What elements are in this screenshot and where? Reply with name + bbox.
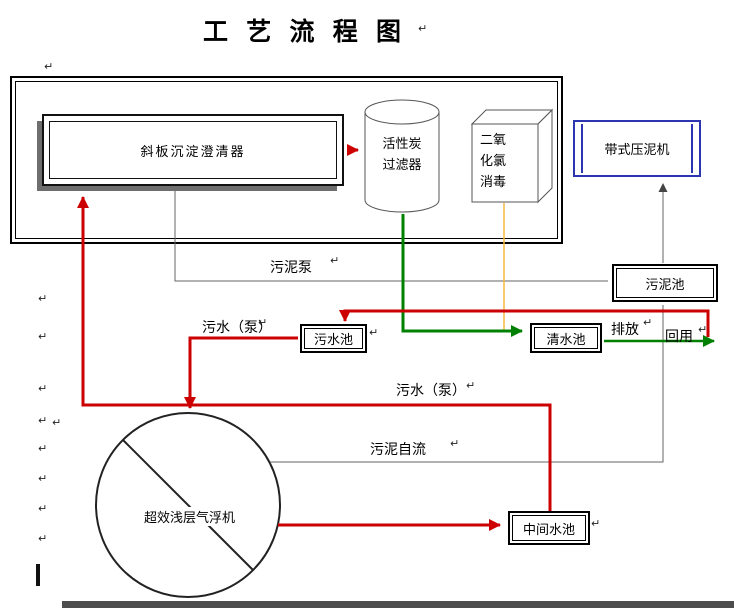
clarifier-inner-border (49, 121, 337, 179)
paragraph-mark: ↵ (369, 327, 379, 339)
sewage-tank-label: 污水池 (313, 332, 353, 347)
belt-press-label: 带式压泥机 (604, 142, 670, 157)
paragraph-mark: ↵ (418, 23, 428, 35)
paragraph-mark: ↵ (38, 331, 48, 343)
disinfection-label: 二氧 化氯 消毒 (480, 132, 507, 189)
reuse-return-line (339, 309, 710, 337)
flow-label-reuse: 回用 (665, 330, 693, 345)
paragraph-mark: ↵ (38, 443, 48, 455)
paragraph-mark: ↵ (643, 317, 653, 329)
flow-label-sludge-pump: 污泥泵 (270, 261, 312, 276)
sewage-tank-box: 污水池 (300, 324, 367, 353)
paragraph-mark: ↵ (591, 518, 601, 530)
flow-label-discharge: 排放 (611, 323, 639, 338)
paragraph-mark: ↵ (38, 473, 48, 485)
page-title: 工 艺 流 程 图 (202, 19, 407, 46)
sludge-tank-box: 污泥池 (612, 264, 718, 302)
flotation-diagonal-line (122, 439, 254, 571)
flotation-circle (95, 412, 281, 598)
flotation-label: 超效浅层气浮机 (112, 507, 267, 526)
carbon-filter-label: 活性炭 过滤器 (382, 136, 422, 172)
sewage-tank-to-flotation-arrow (184, 336, 298, 409)
text-cursor-bar (36, 564, 40, 586)
belt-press-box: 带式压泥机 (573, 120, 701, 177)
sludge-tank-label: 污泥池 (645, 276, 685, 292)
paragraph-mark: ↵ (450, 438, 460, 450)
paragraph-mark: ↵ (38, 415, 48, 427)
flow-label-sewage-pump-lower: 污水（泵） (396, 384, 466, 399)
paragraph-mark: ↵ (38, 503, 48, 515)
flow-label-sludge-gravity: 污泥自流 (370, 443, 426, 458)
middle-tank-label: 中间水池 (522, 521, 575, 537)
paragraph-mark: ↵ (38, 293, 48, 305)
clean-tank-label: 清水池 (546, 331, 586, 347)
paragraph-mark: ↵ (258, 317, 268, 329)
clean-tank-box: 清水池 (530, 323, 602, 353)
paragraph-mark: ↵ (38, 533, 48, 545)
bottom-window-edge (62, 601, 734, 608)
middle-tank-to-clarifier-arrow (77, 196, 552, 511)
paragraph-mark: ↵ (330, 255, 340, 267)
paragraph-mark: ↵ (44, 61, 54, 73)
paragraph-mark: ↵ (466, 380, 476, 392)
paragraph-mark: ↵ (52, 417, 62, 429)
flow-label-sewage-pump-upper: 污水（泵） (202, 321, 272, 336)
middle-tank-box: 中间水池 (508, 511, 590, 545)
paragraph-mark: ↵ (698, 324, 708, 336)
clarifier-box: 斜板沉淀澄清器 (42, 114, 344, 186)
clarifier-label: 斜板沉淀澄清器 (140, 143, 246, 159)
paragraph-mark: ↵ (38, 383, 48, 395)
